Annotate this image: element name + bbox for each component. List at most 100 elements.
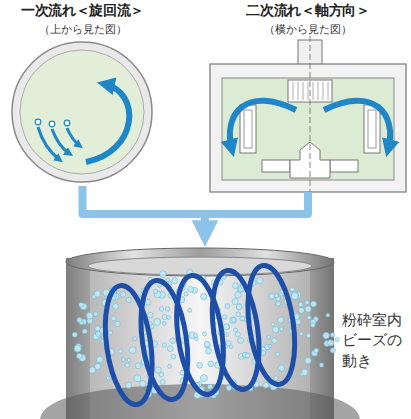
bead xyxy=(77,317,82,322)
bead xyxy=(147,373,153,379)
bead xyxy=(194,382,200,388)
bead xyxy=(198,386,205,393)
bead xyxy=(127,358,131,362)
bead xyxy=(319,363,323,367)
bead xyxy=(92,295,96,299)
bead xyxy=(276,296,281,301)
bead xyxy=(142,330,147,335)
bead xyxy=(273,327,279,333)
bead xyxy=(126,382,132,388)
bead xyxy=(163,279,168,284)
bead xyxy=(187,269,193,275)
swirl-arrows xyxy=(35,84,129,162)
bead xyxy=(140,381,146,387)
spiral-loop xyxy=(206,268,266,393)
panel-title: 二次流れ＜軸方向＞ xyxy=(205,2,411,20)
bead xyxy=(89,367,95,373)
bead-dot xyxy=(35,119,41,125)
bead xyxy=(140,315,147,322)
bead xyxy=(269,293,275,299)
bead xyxy=(219,362,224,367)
bead xyxy=(188,308,192,312)
bead xyxy=(238,353,244,359)
bead xyxy=(184,292,188,296)
circulation-arrow xyxy=(230,101,296,150)
bead xyxy=(208,361,214,367)
bead xyxy=(160,380,165,385)
bead xyxy=(233,328,237,332)
bead xyxy=(230,317,237,324)
chamber-inner xyxy=(90,268,310,419)
bead xyxy=(240,316,245,321)
bead xyxy=(206,348,212,354)
bead xyxy=(158,291,165,298)
bead xyxy=(145,299,151,305)
bead xyxy=(162,343,166,347)
bead xyxy=(208,393,212,397)
bead xyxy=(232,299,238,305)
chamber-opening xyxy=(88,257,312,275)
bead xyxy=(148,366,152,370)
bead xyxy=(81,319,86,324)
bead xyxy=(151,341,158,348)
bead xyxy=(274,376,279,381)
bead xyxy=(225,333,229,337)
bead xyxy=(194,333,198,337)
bead xyxy=(102,299,109,306)
bead xyxy=(142,300,146,304)
bead xyxy=(121,358,125,362)
bead xyxy=(225,324,230,329)
bead xyxy=(240,283,246,289)
bead xyxy=(110,287,117,294)
bead xyxy=(180,377,187,384)
chamber-view xyxy=(40,248,360,419)
bead xyxy=(248,338,252,342)
bead xyxy=(214,311,219,316)
bead xyxy=(144,341,150,347)
bead xyxy=(149,277,153,281)
bead xyxy=(135,363,141,369)
bead xyxy=(160,271,167,278)
bead xyxy=(305,300,309,304)
bead xyxy=(212,389,219,396)
bead xyxy=(248,386,253,391)
bead xyxy=(236,304,241,309)
bead xyxy=(233,283,239,289)
bead xyxy=(245,353,250,358)
bead xyxy=(294,292,301,299)
bead xyxy=(155,367,161,373)
bead xyxy=(176,289,180,293)
bead xyxy=(280,327,284,331)
bead xyxy=(103,289,110,296)
bead xyxy=(310,301,316,307)
bead xyxy=(335,337,339,341)
bead xyxy=(216,348,221,353)
front-rim xyxy=(40,384,360,419)
bead xyxy=(120,292,126,298)
bead xyxy=(96,331,101,336)
bead xyxy=(167,316,171,320)
bead xyxy=(201,293,207,299)
bead xyxy=(166,278,170,282)
bead xyxy=(141,288,147,294)
bead xyxy=(106,376,110,380)
bead xyxy=(197,391,204,398)
bead xyxy=(118,349,122,353)
swirl-arrow xyxy=(86,84,129,162)
bead xyxy=(306,333,310,337)
bead xyxy=(223,324,229,330)
bead xyxy=(79,321,83,325)
bead xyxy=(232,385,237,390)
bead xyxy=(172,278,178,284)
bead xyxy=(276,301,281,306)
bead xyxy=(267,335,271,339)
circulation-arrow xyxy=(324,101,390,150)
bead xyxy=(310,319,316,325)
bead xyxy=(133,337,137,341)
chamber-panel: 粉砕室内 ビーズの 動き xyxy=(40,248,411,419)
bead xyxy=(162,321,166,325)
bead xyxy=(243,352,249,358)
bead xyxy=(253,381,259,387)
bead xyxy=(323,332,330,339)
shaft-housing xyxy=(298,40,322,66)
